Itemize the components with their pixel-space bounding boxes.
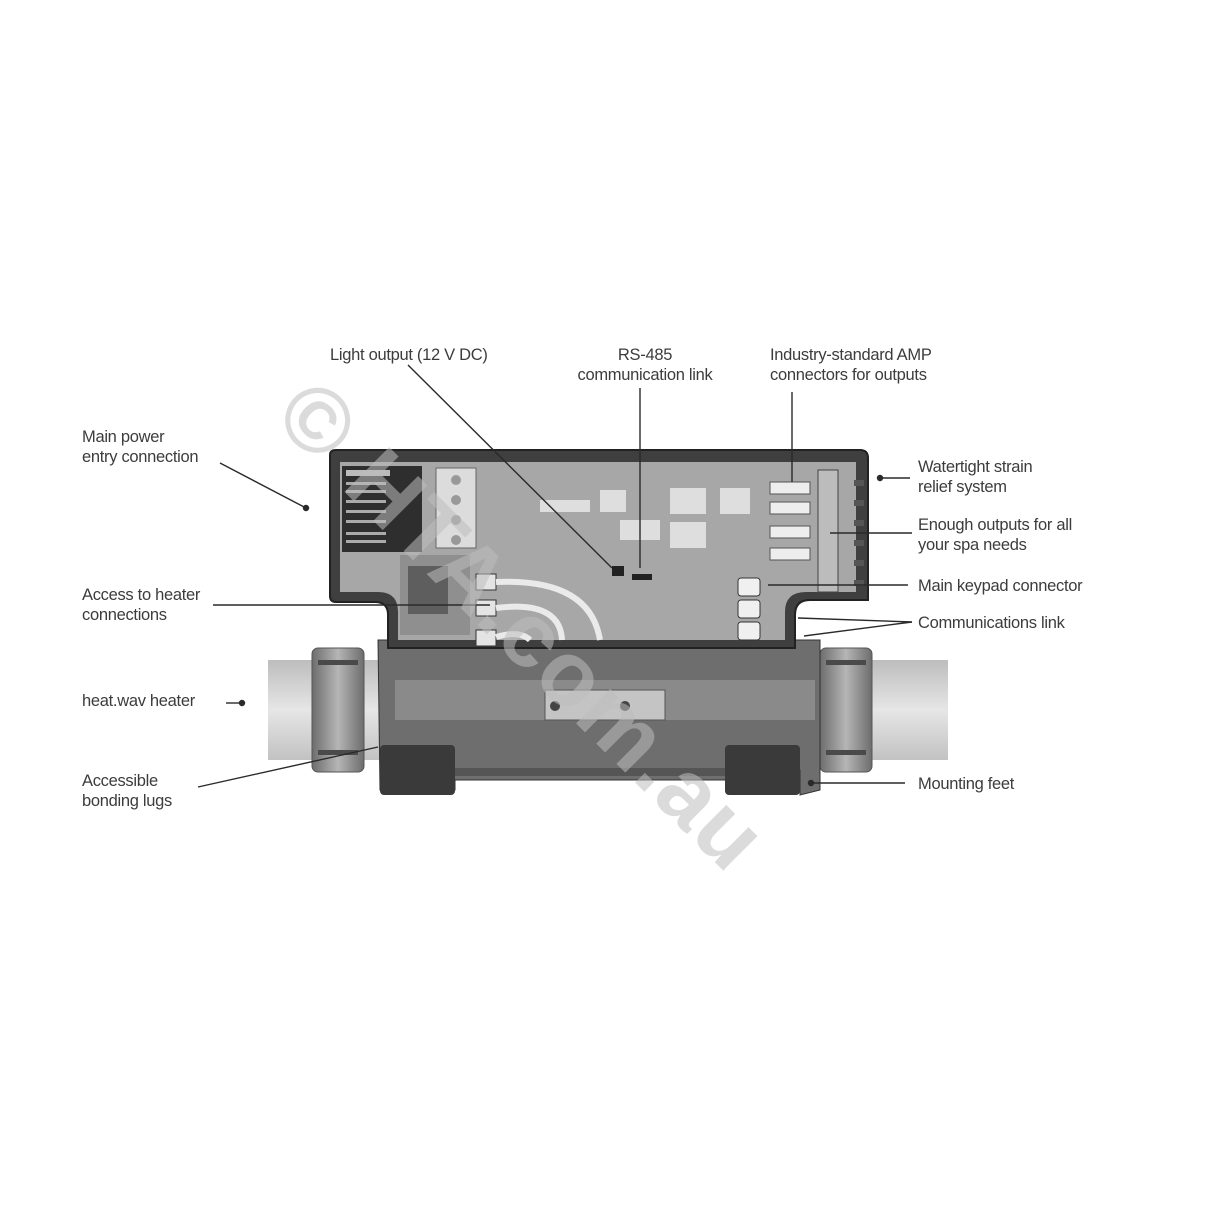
label-outputs: Enough outputs for all your spa needs [918,515,1072,555]
label-amp-line1: Industry-standard AMP [770,346,932,364]
label-heater-access-line1: Access to heater [82,586,201,604]
label-rs485: RS-485 communication link [560,345,730,385]
label-heater-access: Access to heater connections [82,585,200,625]
control-box [329,449,869,649]
label-heater: heat.wav heater [82,692,195,710]
label-main-power: Main power entry connection [82,427,199,467]
label-heater-access-line2: connections [82,606,167,624]
label-amp-connectors: Industry-standard AMP connectors for out… [770,345,932,385]
label-rs485-line1: RS-485 [617,346,673,364]
label-communications-link: Communications link [918,614,1065,632]
label-mounting-feet: Mounting feet [918,775,1015,793]
label-outputs-line2: your spa needs [918,536,1027,554]
label-main-power-line1: Main power [82,428,165,446]
label-bonding-lugs: Accessible bonding lugs [82,771,172,811]
label-bonding-line1: Accessible [82,772,158,790]
heater-housing [377,639,821,796]
label-strain-line2: relief system [918,478,1007,496]
label-rs485-line2: communication link [577,366,713,384]
label-bonding-line2: bonding lugs [82,792,172,810]
leader-lines [197,364,913,788]
label-outputs-line1: Enough outputs for all [918,516,1072,534]
label-strain-relief: Watertight strain relief system [918,457,1033,497]
label-light-output: Light output (12 V DC) [330,346,488,364]
label-keypad-connector: Main keypad connector [918,577,1083,595]
label-amp-line2: connectors for outputs [770,366,927,384]
label-main-power-line2: entry connection [82,448,199,466]
label-strain-line1: Watertight strain [918,458,1033,476]
